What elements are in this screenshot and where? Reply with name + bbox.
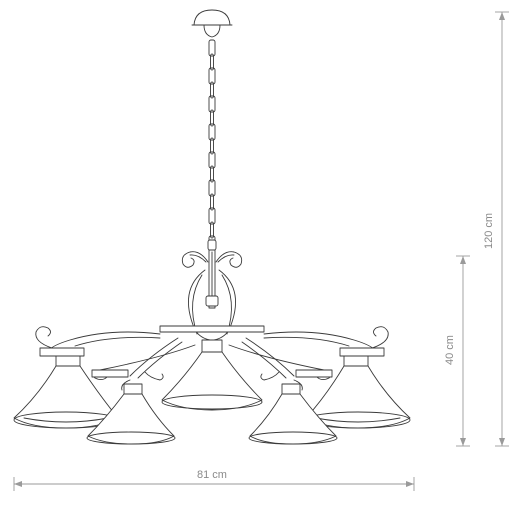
central-stem — [205, 239, 219, 309]
chain-link — [208, 67, 216, 85]
chain-link — [208, 123, 216, 141]
chain-link — [210, 221, 214, 239]
body-height-label: 40 cm — [444, 335, 456, 365]
chain-link — [210, 53, 214, 71]
shade-inner-left — [86, 383, 176, 445]
total-height-label: 120 cm — [483, 213, 495, 249]
chain-link — [208, 179, 216, 197]
chain-link — [210, 193, 214, 211]
chain-link — [210, 165, 214, 183]
ceiling-canopy — [191, 9, 233, 38]
shade-inner-right — [248, 383, 338, 445]
chandelier — [13, 9, 411, 445]
dimension-total-height — [495, 11, 509, 447]
chain-link — [210, 81, 214, 99]
suspension-chain — [208, 39, 216, 253]
shade-center — [161, 339, 263, 411]
chain-link — [210, 137, 214, 155]
shade-left — [13, 355, 119, 429]
chain-link — [210, 109, 214, 127]
dimension-width — [13, 477, 415, 491]
width-label: 81 cm — [197, 469, 227, 481]
chain-link — [208, 207, 216, 225]
chain-link — [208, 95, 216, 113]
shade-right — [305, 355, 411, 429]
chain-link — [208, 39, 216, 57]
chain-link — [208, 151, 216, 169]
dimension-body-height — [456, 255, 470, 447]
